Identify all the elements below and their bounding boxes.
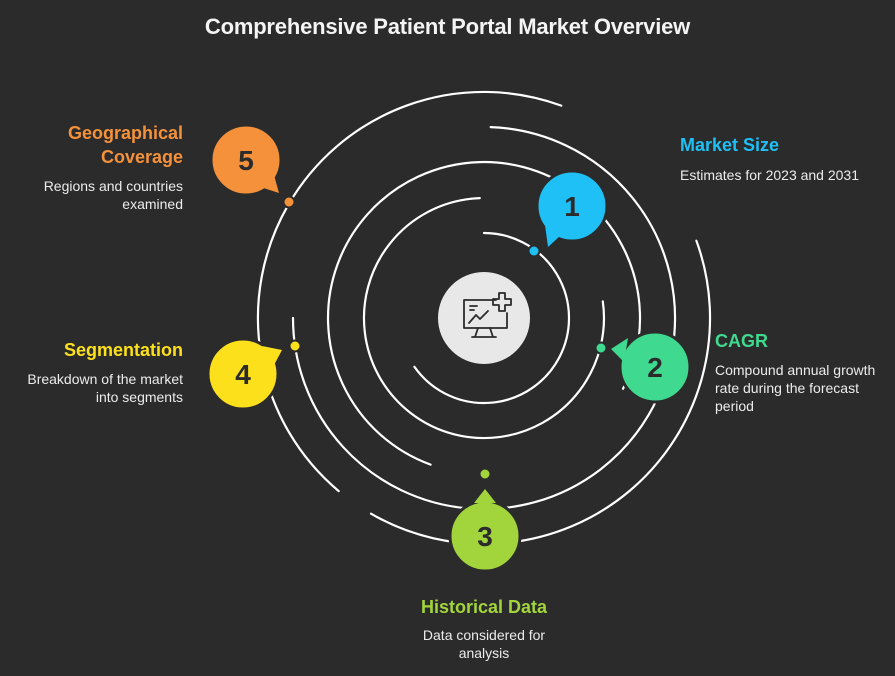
marker-1-pointer [545, 225, 560, 247]
marker-3-number: 3 [477, 521, 493, 552]
marker-4-number: 4 [235, 359, 251, 390]
marker-5-pointer [254, 175, 279, 193]
item-3-description: Data considered for analysis [422, 627, 546, 661]
marker-5-number: 5 [238, 145, 254, 176]
marker-5-dot [282, 195, 296, 209]
item-1-heading: Market Size [680, 135, 780, 155]
item-4-description: Breakdown of the market into segments [27, 371, 183, 405]
item-3-label: Historical Data Data considered for anal… [384, 595, 584, 662]
item-5-heading: Geographical Coverage [67, 123, 183, 167]
item-2-description: Compound annual growth rate during the f… [715, 362, 876, 414]
ring-2-arc-b [470, 197, 481, 200]
marker-4-bubble [206, 337, 280, 411]
marker-2: 2 [594, 330, 692, 404]
ring-2-arc [362, 197, 606, 440]
item-1-description: Estimates for 2023 and 2031 [680, 167, 860, 183]
marker-1-number: 1 [564, 191, 580, 222]
marker-2-dot [594, 341, 608, 355]
marker-1-dot [527, 244, 541, 258]
marker-2-bubble [618, 330, 692, 404]
item-2-label: CAGR Compound annual growth rate during … [715, 329, 885, 415]
marker-5: 5 [209, 123, 296, 209]
marker-4-dot [288, 339, 302, 353]
marker-1-bubble [535, 169, 609, 243]
marker-3-pointer [474, 489, 496, 503]
markers: 1 2 3 4 5 [206, 123, 692, 573]
orbit-rings [256, 90, 712, 546]
center-circle [438, 272, 530, 364]
ring-3-arc [326, 160, 642, 466]
marker-5-bubble [209, 123, 283, 197]
marker-2-number: 2 [647, 352, 663, 383]
page-title: Comprehensive Patient Portal Market Over… [204, 14, 691, 39]
marker-4: 4 [206, 337, 302, 411]
item-5-description: Regions and countries examined [43, 178, 183, 212]
marker-3: 3 [448, 467, 522, 573]
marker-3-dot [478, 467, 492, 481]
marker-1: 1 [527, 169, 609, 258]
item-2-heading: CAGR [715, 331, 768, 351]
marker-2-pointer [611, 338, 628, 362]
item-4-label: Segmentation Breakdown of the market int… [8, 338, 183, 406]
item-4-heading: Segmentation [63, 340, 183, 360]
ring-4-arc-right [489, 126, 677, 353]
item-1-label: Market Size Estimates for 2023 and 2031 [680, 133, 870, 184]
item-5-label: Geographical Coverage Regions and countr… [20, 121, 183, 213]
item-3-heading: Historical Data [420, 597, 548, 617]
marker-4-pointer [262, 346, 282, 367]
monitor-chart-medical-cross-icon [463, 292, 512, 338]
